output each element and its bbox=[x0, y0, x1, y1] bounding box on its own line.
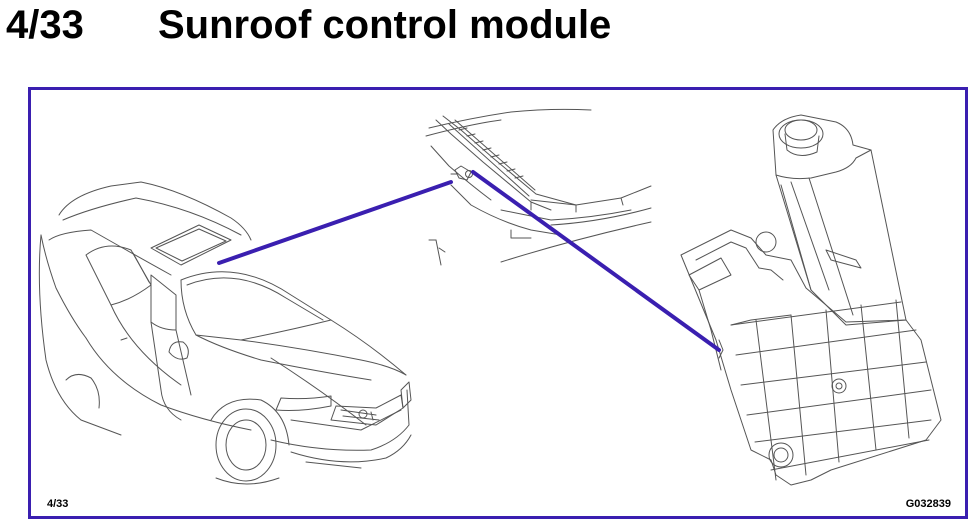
pointer-line-sunroof bbox=[217, 180, 453, 265]
car-illustration bbox=[38, 181, 412, 485]
figure-page-ref: 4/33 bbox=[47, 498, 69, 510]
page-title: Sunroof control module bbox=[158, 3, 612, 47]
figure-code: G032839 bbox=[905, 498, 951, 510]
page-number: 4/33 bbox=[6, 3, 84, 47]
pointer-lines bbox=[217, 170, 721, 352]
pointer-line-module bbox=[471, 170, 721, 352]
diagram-canvas bbox=[38, 108, 942, 486]
page-header: 4/33 Sunroof control module bbox=[6, 0, 966, 60]
control-module-illustration bbox=[680, 114, 942, 486]
diagram-frame: 4/33 G032839 bbox=[28, 87, 968, 519]
sunroof-frame-detail bbox=[425, 108, 652, 266]
